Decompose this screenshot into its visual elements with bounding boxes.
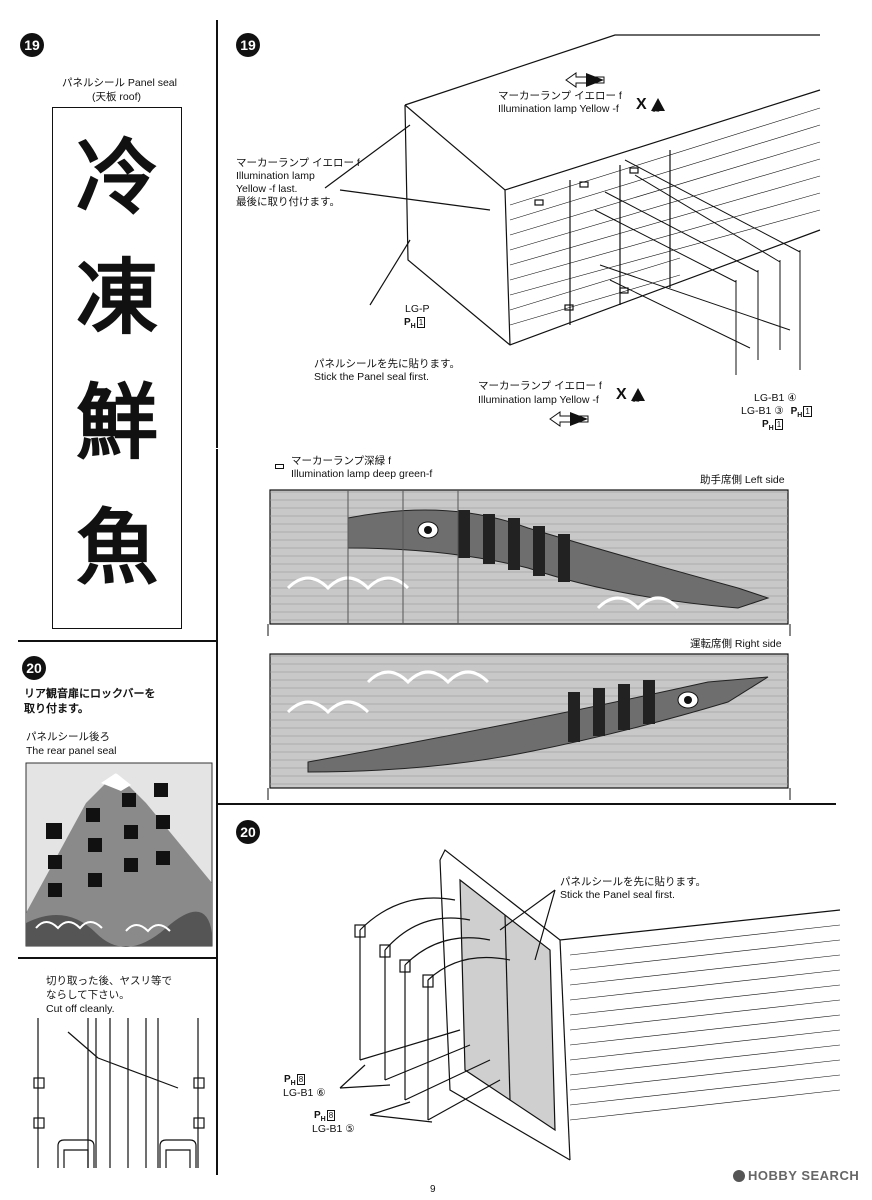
marker-left-en1: Illumination lamp xyxy=(236,170,315,182)
container-door-lockbar-drawing xyxy=(339,849,841,1161)
marker-left-jp2: 最後に取り付けます。 xyxy=(236,196,340,208)
arrow-top xyxy=(565,72,605,88)
warning-triangle-icon-2 xyxy=(631,388,646,402)
container-rear-drawing xyxy=(324,34,821,375)
step-20-number-left: 20 xyxy=(22,656,46,680)
step-19-number-left: 19 xyxy=(20,33,44,57)
warning-top: X 13 xyxy=(636,96,666,114)
panel-seal-banner: 冷 凍 鮮 魚 xyxy=(52,107,182,629)
step20-panel-first-en: Stick the Panel seal first. xyxy=(560,889,675,901)
step20-panel-first-jp: パネルシールを先に貼ります。 xyxy=(560,876,706,888)
left-side-label: 助手席側 Left side xyxy=(700,474,785,486)
ph-label-5: PH xyxy=(314,1110,326,1123)
rear-seal-en: The rear panel seal xyxy=(26,745,117,757)
deep-green-swatch xyxy=(275,464,284,469)
right-section-divider-2 xyxy=(216,803,836,805)
deep-green-en: Illumination lamp deep green-f xyxy=(291,468,433,480)
lgp-label: LG-P xyxy=(405,303,430,315)
panel-seal-title: パネルシール Panel seal xyxy=(62,77,177,89)
ph-number-1: 1 xyxy=(416,316,426,328)
marker-left-en2: Yellow -f last. xyxy=(236,183,298,195)
cut-instruction-jp-1: 切り取った後、ヤスリ等で xyxy=(46,975,172,987)
watermark: HOBBY SEARCH xyxy=(733,1168,859,1183)
watermark-text: HOBBY SEARCH xyxy=(748,1168,860,1183)
marker-left-jp: マーカーランプ イエロー f xyxy=(236,157,360,169)
no-glue-icon: X xyxy=(636,96,647,113)
no-glue-icon-2: X xyxy=(616,386,627,403)
step-19-number-right: 19 xyxy=(236,33,260,57)
page-number: 9 xyxy=(430,1184,436,1195)
ph-label-2: PH xyxy=(790,406,803,419)
left-section-divider-2 xyxy=(18,957,216,959)
lgb1-6-label: LG-B1 ⑥ xyxy=(283,1087,326,1099)
panel-seal-sub: (天板 roof) xyxy=(92,91,142,103)
banner-char-2: 凍 xyxy=(75,250,158,346)
warning-triangle-number-2: 13 xyxy=(632,397,640,404)
ph-label: PH xyxy=(404,317,416,330)
warning-bottom: X 13 xyxy=(616,386,646,404)
lgb1-4-label: LG-B1 ④ xyxy=(754,392,797,404)
lgb1-5-label: LG-B1 ⑤ xyxy=(312,1123,355,1135)
ph-number-1b: 1 xyxy=(803,405,812,417)
step20-instruction-line2: 取り付ます。 xyxy=(24,703,89,715)
ph-label-4: PH xyxy=(284,1074,296,1087)
door-lockbar-drawing xyxy=(33,1018,205,1168)
ph-label-3: PH xyxy=(762,419,774,432)
arrow-bottom xyxy=(549,411,589,427)
rear-seal-jp: パネルシール後ろ xyxy=(26,731,110,743)
warning-triangle-number: 13 xyxy=(652,107,660,114)
step-20-number-right: 20 xyxy=(236,820,260,844)
rear-panel-seal-artwork xyxy=(25,762,213,947)
cut-instruction-en: Cut off cleanly. xyxy=(46,1003,115,1015)
marker-bottom-jp: マーカーランプ イエロー f xyxy=(478,380,602,392)
banner-char-3: 鮮 xyxy=(75,375,158,471)
left-section-divider xyxy=(18,640,216,642)
panel-first-jp: パネルシールを先に貼ります。 xyxy=(314,358,460,370)
marker-top-en-text: Illumination lamp Yellow -f xyxy=(498,103,619,115)
step20-instruction-line1: リア観音扉にロックバーを xyxy=(24,688,156,700)
left-side-panel-seal xyxy=(267,489,791,636)
lgb1-3-text: LG-B1 ③ xyxy=(741,405,784,417)
deep-green-jp: マーカーランプ深緑 f xyxy=(291,455,392,467)
watermark-logo-icon xyxy=(733,1169,745,1182)
ph-number-1c: 1 xyxy=(774,418,784,430)
banner-char-4: 魚 xyxy=(75,500,158,596)
ph-number-8a: 8 xyxy=(296,1073,306,1085)
marker-top-jp: マーカーランプ イエロー f xyxy=(498,90,622,102)
warning-triangle-icon xyxy=(651,98,666,112)
panel-first-en: Stick the Panel seal first. xyxy=(314,371,429,383)
right-side-panel-seal xyxy=(267,653,791,800)
ph-number-8b: 8 xyxy=(326,1109,336,1121)
right-section-divider xyxy=(216,448,836,449)
marker-top-en: Illumination lamp Yellow -f xyxy=(498,103,619,116)
marker-bottom-en: Illumination lamp Yellow -f xyxy=(478,394,599,406)
column-divider xyxy=(216,20,218,1175)
right-side-label: 運転席側 Right side xyxy=(690,638,782,650)
banner-char-1: 冷 xyxy=(75,130,158,226)
cut-instruction-jp-2: ならして下さい。 xyxy=(46,989,130,1001)
